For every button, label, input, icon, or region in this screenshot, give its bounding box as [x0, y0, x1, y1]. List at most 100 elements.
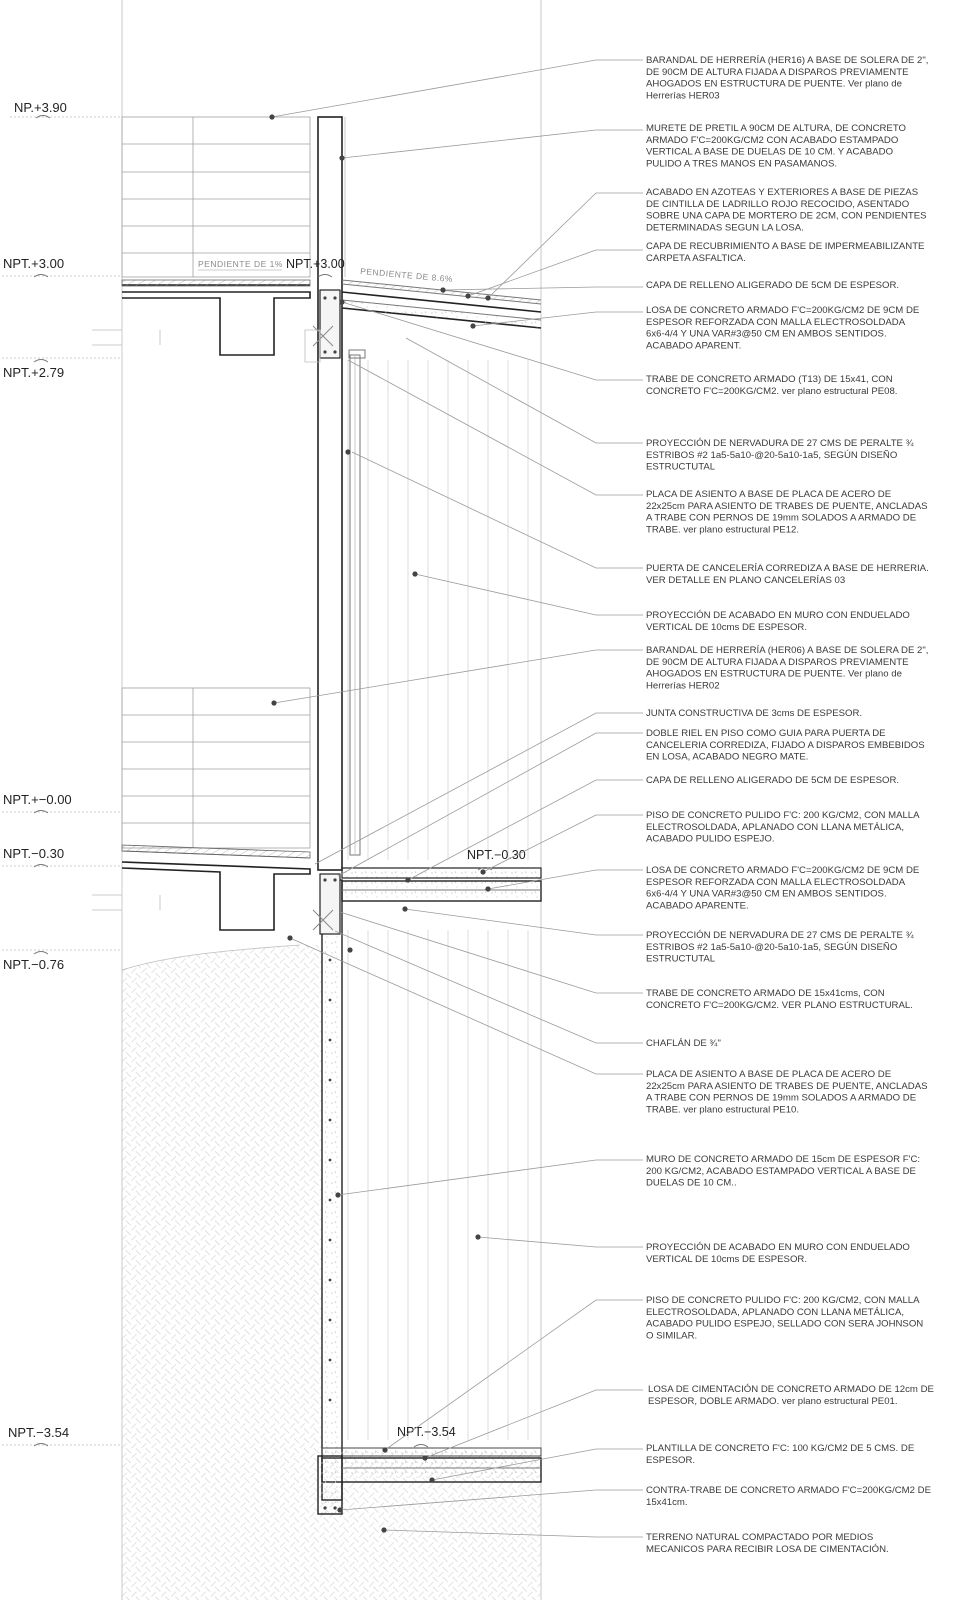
annotation-note-line: VERTICAL DE 10cms DE ESPESOR.	[646, 622, 807, 633]
annotation-note-line: CARPETA ASFALTICA.	[646, 253, 746, 264]
annotation-note: CAPA DE RELLENO ALIGERADO DE 5CM DE ESPE…	[646, 280, 899, 291]
annotation-note-line: VERTICAL A BASE DE DUELAS DE 10 CM. Y AC…	[646, 147, 893, 158]
level-marker-npt354: NPT.−3.54	[2, 1425, 122, 1447]
leader-dots	[269, 114, 491, 1533]
annotation-note-line: DE 90CM DE ALTURA FIJADA A DISPAROS PREV…	[646, 657, 908, 668]
annotation-note: PLACA DE ASIENTO A BASE DE PLACA DE ACER…	[646, 489, 928, 535]
annotation-note-line: PLACA DE ASIENTO A BASE DE PLACA DE ACER…	[646, 489, 891, 500]
level-marker-npt300: NPT.+3.00	[2, 256, 122, 278]
level-marker-npt300-center: NPT.+3.00	[286, 257, 345, 278]
annotation-note-line: ACABADO APARENT.	[646, 340, 741, 351]
annotation-note-line: ACABADO PULIDO ESPEJO, SELLADO CON SERA …	[646, 1319, 923, 1330]
annotation-note-line: CAPA DE RECUBRIMIENTO A BASE DE IMPERMEA…	[646, 241, 924, 252]
middle-slab-right	[341, 867, 542, 902]
annotation-note: CAPA DE RECUBRIMIENTO A BASE DE IMPERMEA…	[646, 241, 924, 264]
middle-slab-left	[92, 844, 311, 931]
annotation-note: MURETE DE PRETIL A 90CM DE ALTURA, DE CO…	[646, 123, 906, 169]
annotation-note: PROYECCIÓN DE NERVADURA DE 27 CMS DE PER…	[646, 930, 915, 965]
annotation-note-line: ESPESOR REFORZADA CON MALLA ELECTROSOLDA…	[646, 317, 906, 328]
annotation-note: JUNTA CONSTRUCTIVA DE 3cms DE ESPESOR.	[646, 708, 862, 719]
annotation-note-line: VERTICAL DE 10cms DE ESPESOR.	[646, 1254, 807, 1265]
annotation-note-line: TERRENO NATURAL COMPACTADO POR MEDIOS	[646, 1532, 873, 1543]
annotation-note: CAPA DE RELLENO ALIGERADO DE 5CM DE ESPE…	[646, 775, 899, 786]
annotation-note: ACABADO EN AZOTEAS Y EXTERIORES A BASE D…	[646, 187, 927, 233]
level-marker-np390: NP.+3.90	[10, 100, 122, 119]
annotation-note-line: CONTRA-TRABE DE CONCRETO ARMADO F'C=200K…	[646, 1485, 931, 1496]
annotation-note: PUERTA DE CANCELERÍA CORREDIZA A BASE DE…	[646, 563, 929, 586]
annotation-note: PISO DE CONCRETO PULIDO F'C: 200 KG/CM2,…	[646, 810, 920, 845]
annotation-note: PROYECCIÓN DE ACABADO EN MURO CON ENDUEL…	[646, 1242, 910, 1265]
annotation-note-line: DOBLE RIEL EN PISO COMO GUIA PARA PUERTA…	[646, 728, 886, 739]
annotation-note-line: BARANDAL DE HERRERÍA (HER16) A BASE DE S…	[646, 55, 928, 66]
upper-beam	[304, 289, 341, 363]
annotation-note: CHAFLÁN DE ¾"	[646, 1038, 721, 1049]
annotation-note: PLACA DE ASIENTO A BASE DE PLACA DE ACER…	[646, 1069, 928, 1115]
annotation-note-line: LOSA DE CONCRETO ARMADO F'C=200KG/CM2 DE…	[646, 865, 919, 876]
annotation-note-line: CONCRETO F'C=200KG/CM2. VER PLANO ESTRUC…	[646, 1000, 913, 1011]
annotation-note-line: CONCRETO F'C=200KG/CM2. ver plano estruc…	[646, 386, 897, 397]
annotation-note-line: DUELAS DE 10 CM..	[646, 1178, 737, 1189]
leader-lines	[271, 59, 643, 1538]
annotation-note-line: 22x25cm PARA ASIENTO DE TRABES DE PUENTE…	[646, 501, 928, 512]
slope-label-right: PENDIENTE DE 8.6%	[360, 266, 454, 284]
annotation-note-line: ESTRUCTUTAL	[646, 462, 716, 473]
annotation-note-line: ESTRIBOS #2 1a5-5a10-@20-5a10-1a5, SEGÚN…	[646, 450, 897, 461]
annotation-note-line: ARMADO F'C=200KG/CM2 CON ACABADO ESTAMPA…	[646, 135, 898, 146]
annotation-note-line: SOBRE UNA CAPA DE MORTERO DE 2CM, CON PE…	[646, 211, 927, 222]
annotation-note: PROYECCIÓN DE NERVADURA DE 27 CMS DE PER…	[646, 438, 915, 473]
annotation-note-line: JUNTA CONSTRUCTIVA DE 3cms DE ESPESOR.	[646, 708, 862, 719]
annotation-note-line: PUERTA DE CANCELERÍA CORREDIZA A BASE DE…	[646, 563, 929, 574]
upper-slab-right	[341, 279, 542, 329]
svg-text:NPT.+3.00: NPT.+3.00	[3, 256, 64, 271]
annotation-note-line: LOSA DE CONCRETO ARMADO F'C=200KG/CM2 DE…	[646, 305, 919, 316]
level-marker-npt279: NPT.+2.79	[2, 357, 122, 380]
svg-text:NPT.−3.54: NPT.−3.54	[397, 1425, 456, 1439]
annotation-note: BARANDAL DE HERRERÍA (HER16) A BASE DE S…	[646, 55, 928, 101]
annotation-note-line: PROYECCIÓN DE ACABADO EN MURO CON ENDUEL…	[646, 1242, 910, 1253]
annotation-note-line: MECANICOS PARA RECIBIR LOSA DE CIMENTACI…	[646, 1544, 889, 1555]
annotation-note: PISO DE CONCRETO PULIDO F'C: 200 KG/CM2,…	[646, 1295, 923, 1341]
annotation-note-line: Herrerías HER02	[646, 680, 720, 691]
svg-text:NP.+3.90: NP.+3.90	[14, 100, 67, 115]
annotation-note-line: TRABE. ver plano estructural PE10.	[646, 1104, 799, 1115]
annotation-note: LOSA DE CIMENTACIÓN DE CONCRETO ARMADO D…	[648, 1384, 934, 1407]
annotation-note-line: PISO DE CONCRETO PULIDO F'C: 200 KG/CM2,…	[646, 810, 920, 821]
annotation-note-line: PISO DE CONCRETO PULIDO F'C: 200 KG/CM2,…	[646, 1295, 920, 1306]
annotation-note-line: DE 90CM DE ALTURA FIJADA A DISPAROS PREV…	[646, 67, 908, 78]
annotation-note-line: 200 KG/CM2, ACABADO ESTAMPADO VERTICAL A…	[646, 1166, 916, 1177]
annotation-note-line: LOSA DE CIMENTACIÓN DE CONCRETO ARMADO D…	[648, 1384, 934, 1395]
svg-text:NPT.−0.30: NPT.−0.30	[467, 848, 526, 862]
annotation-note: TRABE DE CONCRETO ARMADO DE 15x41cms, CO…	[646, 988, 913, 1011]
sliding-door-frame	[348, 349, 366, 856]
annotation-note-line: PROYECCIÓN DE ACABADO EN MURO CON ENDUEL…	[646, 610, 910, 621]
annotation-note-line: CANCELERIA CORREDIZA, FIJADO A DISPAROS …	[646, 740, 925, 751]
annotation-note-line: Herrerías HER03	[646, 90, 720, 101]
vertical-board-finish	[347, 360, 529, 1440]
annotation-note-line: EN LOSA, ACABADO NEGRO MATE.	[646, 752, 808, 763]
annotation-note-line: PLACA DE ASIENTO A BASE DE PLACA DE ACER…	[646, 1069, 891, 1080]
annotation-note-line: ELECTROSOLDADA, APLANADO CON LLANA METÁL…	[646, 822, 904, 833]
annotation-note-line: A TRABE CON PERNOS DE 19mm SOLADOS A ARM…	[646, 1093, 916, 1104]
annotation-notes: BARANDAL DE HERRERÍA (HER16) A BASE DE S…	[646, 55, 934, 1555]
annotation-note: TRABE DE CONCRETO ARMADO (T13) DE 15x41,…	[646, 374, 897, 397]
level-marker-npt076: NPT.−0.76	[2, 949, 122, 972]
annotation-note-line: ESTRIBOS #2 1a5-5a10-@20-5a10-1a5, SEGÚN…	[646, 942, 897, 953]
annotation-note-line: O SIMILAR.	[646, 1330, 697, 1341]
annotation-note-line: ACABADO APARENTE.	[646, 900, 749, 911]
annotation-note-line: MURETE DE PRETIL A 90CM DE ALTURA, DE CO…	[646, 123, 906, 134]
upper-slab-left	[92, 279, 311, 356]
annotation-note-line: AHOGADOS EN ESTRUCTURA DE PUENTE. Ver pl…	[646, 669, 902, 680]
annotation-note: LOSA DE CONCRETO ARMADO F'C=200KG/CM2 DE…	[646, 305, 919, 351]
annotation-note-line: ESPESOR, DOBLE ARMADO. ver plano estruct…	[648, 1396, 898, 1407]
annotation-note: BARANDAL DE HERRERÍA (HER06) A BASE DE S…	[646, 645, 928, 691]
annotation-note: MURO DE CONCRETO ARMADO DE 15cm DE ESPES…	[646, 1154, 920, 1189]
svg-text:NPT.+2.79: NPT.+2.79	[3, 365, 64, 380]
annotation-note-line: BARANDAL DE HERRERÍA (HER06) A BASE DE S…	[646, 645, 928, 656]
upper-brick-parapet	[121, 116, 311, 278]
annotation-note-line: 6x6-4/4 Y UNA VAR#3@50 CM EN AMBOS SENTI…	[646, 329, 887, 340]
level-marker-npt354-center: NPT.−3.54	[397, 1425, 456, 1448]
annotation-note-line: ACABADO PULIDO ESPEJO.	[646, 834, 775, 845]
svg-text:NPT.−0.76: NPT.−0.76	[3, 957, 64, 972]
annotation-note-line: DE CINTILLA DE LADRILLO ROJO RECOCIDO, A…	[646, 199, 909, 210]
